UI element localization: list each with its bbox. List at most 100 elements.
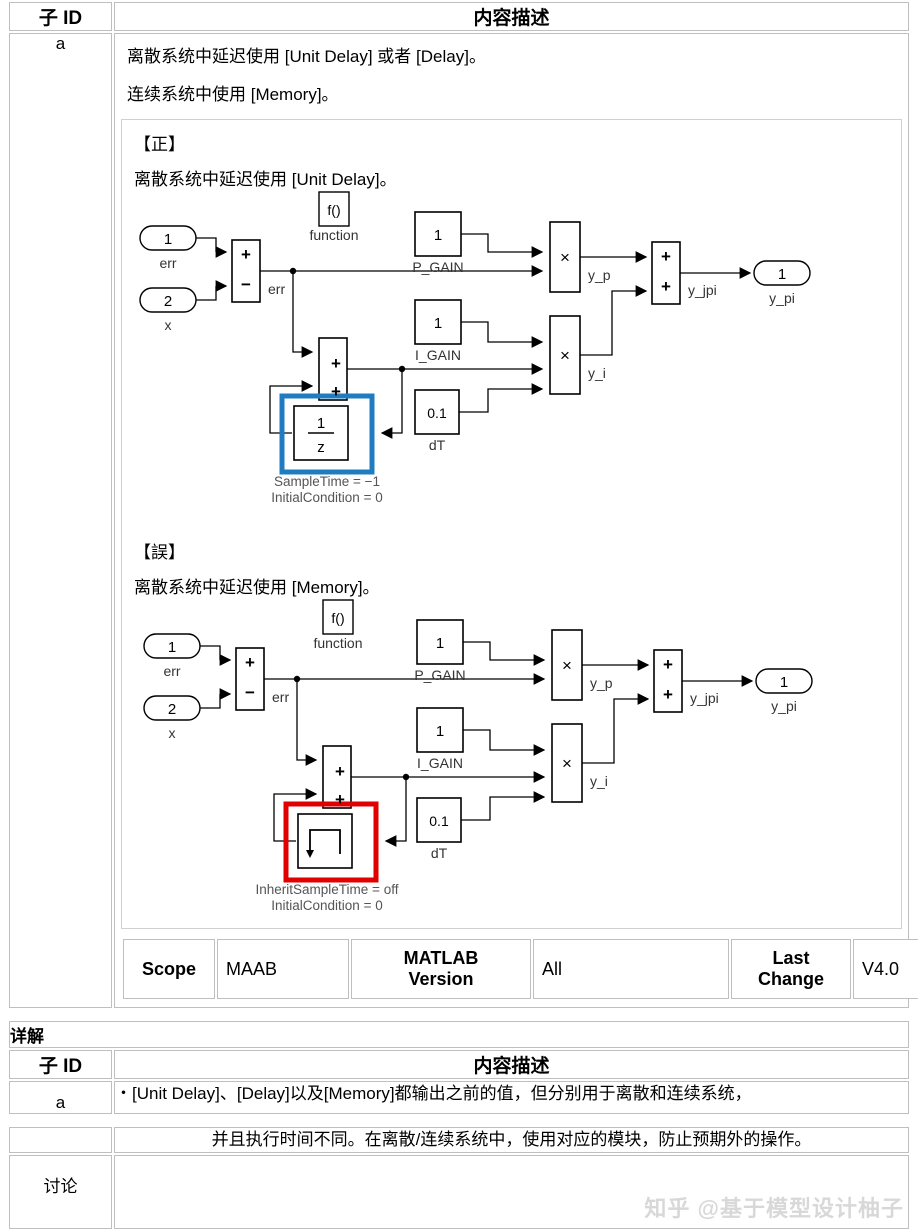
p-gain-label: P_GAIN bbox=[412, 259, 463, 275]
i-gain-label: I_GAIN bbox=[417, 755, 463, 771]
discussion-label: 讨论 bbox=[9, 1154, 112, 1229]
multiply-i-glyph: × bbox=[560, 346, 570, 365]
p-gain-value: 1 bbox=[436, 635, 444, 652]
bad-example-caption: 离散系统中延迟使用 [Memory]。 bbox=[134, 578, 380, 597]
i-gain-value: 1 bbox=[436, 723, 444, 740]
detail-header-row: 子 ID 内容描述 bbox=[9, 1050, 909, 1079]
sum3-plus-sign-1: + bbox=[663, 655, 673, 674]
y-p-signal-label: y_p bbox=[590, 675, 613, 691]
good-example-marker: 【正】 bbox=[134, 135, 185, 154]
last-change-key: Last Change bbox=[731, 939, 851, 999]
discussion-row: 讨论 bbox=[9, 1154, 909, 1229]
function-block-label: function bbox=[313, 635, 362, 651]
dt-value: 0.1 bbox=[429, 813, 449, 829]
row-description-cell: 离散系统中延迟使用 [Unit Delay] 或者 [Delay]。 连续系统中… bbox=[114, 33, 918, 1008]
last-change-key-line1: Last bbox=[772, 948, 810, 968]
outport-label: y_pi bbox=[769, 290, 795, 306]
detail-text-line-2: 并且执行时间不同。在离散/连续系统中，使用对应的模块，防止预期外的操作。 bbox=[114, 1127, 909, 1153]
last-change-key-line2: Change bbox=[757, 969, 824, 989]
dt-value: 0.1 bbox=[427, 405, 447, 421]
detail-header-description: 内容描述 bbox=[114, 1050, 909, 1079]
simulink-diagram-bad: 1 err 2 x + − err f() function 1 P_G bbox=[122, 598, 901, 928]
good-example-box: 【正】 离散系统中延迟使用 [Unit Delay]。 bbox=[121, 119, 902, 929]
detail-title-row: 详解 bbox=[9, 1021, 909, 1048]
scope-key: Scope bbox=[123, 939, 215, 999]
sum3-plus-sign-1: + bbox=[661, 247, 671, 266]
header-sub-id: 子 ID bbox=[9, 2, 112, 31]
inport2-number: 2 bbox=[168, 701, 176, 718]
function-block-label: function bbox=[309, 227, 358, 243]
inport1-label: err bbox=[159, 255, 176, 271]
detail-row-sub-id: a bbox=[9, 1081, 112, 1114]
metadata-row-table: Scope MAAB MATLAB Version All Last Chang… bbox=[121, 937, 918, 1001]
function-block-glyph: f() bbox=[331, 610, 344, 626]
memory-annotation-1: InheritSampleTime = off bbox=[256, 882, 399, 897]
p-gain-label: P_GAIN bbox=[414, 667, 465, 683]
inport2-label: x bbox=[169, 725, 176, 741]
inport2-label: x bbox=[165, 317, 172, 333]
sum2-plus-sign-1: + bbox=[331, 354, 341, 373]
sum3-plus-sign-2: + bbox=[663, 685, 673, 704]
multiply-p-glyph: × bbox=[562, 656, 572, 675]
detail-row-a: a ・[Unit Delay]、[Delay]以及[Memory]都输出之前的值… bbox=[9, 1081, 909, 1114]
detail-section-table: 详解 子 ID 内容描述 a ・[Unit Delay]、[Delay]以及[M… bbox=[7, 1019, 911, 1116]
sum3-plus-sign-2: + bbox=[661, 277, 671, 296]
function-block-glyph: f() bbox=[327, 202, 340, 218]
sum1-plus-sign: + bbox=[245, 653, 255, 672]
description-line-1: 离散系统中延迟使用 [Unit Delay] 或者 [Delay]。 bbox=[127, 47, 486, 66]
inport1-number: 1 bbox=[164, 231, 172, 248]
detail-continuation-id-blank bbox=[9, 1127, 112, 1153]
y-p-signal-label: y_p bbox=[588, 267, 611, 283]
table-row: a 离散系统中延迟使用 [Unit Delay] 或者 [Delay]。 连续系… bbox=[9, 33, 918, 1008]
last-change-value: V4.0 bbox=[853, 939, 918, 999]
sum2-plus-sign-2: + bbox=[335, 790, 345, 809]
inport2-number: 2 bbox=[164, 293, 172, 310]
y-jpi-signal-label: y_jpi bbox=[690, 690, 719, 706]
matlab-version-key-line2: Version bbox=[408, 969, 474, 989]
bad-example-marker: 【誤】 bbox=[134, 543, 185, 562]
inport1-label: err bbox=[163, 663, 180, 679]
y-i-signal-label: y_i bbox=[588, 365, 606, 381]
scope-value: MAAB bbox=[217, 939, 349, 999]
simulink-diagram-good: 1 err 2 x + − err f() function 1 P_G bbox=[122, 190, 901, 520]
detail-header-sub-id: 子 ID bbox=[9, 1050, 112, 1079]
header-description: 内容描述 bbox=[114, 2, 909, 31]
detail-row-continuation: 并且执行时间不同。在离散/连续系统中，使用对应的模块，防止预期外的操作。 bbox=[9, 1127, 909, 1153]
detail-continuation-table: 并且执行时间不同。在离散/连续系统中，使用对应的模块，防止预期外的操作。 讨论 bbox=[7, 1125, 911, 1231]
description-text: 离散系统中延迟使用 [Unit Delay] 或者 [Delay]。 连续系统中… bbox=[115, 34, 908, 107]
dt-label: dT bbox=[431, 845, 448, 861]
description-line-2: 连续系统中使用 [Memory]。 bbox=[127, 84, 339, 104]
good-example-caption: 离散系统中延迟使用 [Unit Delay]。 bbox=[134, 170, 397, 189]
detail-text-line-1: ・[Unit Delay]、[Delay]以及[Memory]都输出之前的值，但… bbox=[114, 1081, 909, 1114]
unit-delay-annotation-1: SampleTime = −1 bbox=[274, 474, 380, 489]
sum2-plus-sign-1: + bbox=[335, 762, 345, 781]
diagram-svg-bad: 1 err 2 x + − err f() function 1 P_G bbox=[143, 599, 813, 913]
inport1-number: 1 bbox=[168, 639, 176, 656]
outport-number: 1 bbox=[778, 266, 786, 283]
sum1-minus-sign: − bbox=[241, 275, 251, 294]
p-gain-value: 1 bbox=[434, 227, 442, 244]
multiply-p-glyph: × bbox=[560, 248, 570, 267]
i-gain-value: 1 bbox=[434, 315, 442, 332]
discussion-value bbox=[114, 1154, 909, 1229]
outport-number: 1 bbox=[780, 674, 788, 691]
matlab-version-key-line1: MATLAB bbox=[403, 948, 479, 968]
sum1-plus-sign: + bbox=[241, 245, 251, 264]
diagram-svg-good: 1 err 2 x + − err f() function 1 P_G bbox=[139, 191, 811, 505]
unit-delay-annotation-2: InitialCondition = 0 bbox=[271, 490, 382, 505]
err-signal-label: err bbox=[272, 689, 289, 705]
table-header-row: 子 ID 内容描述 bbox=[9, 2, 909, 31]
main-rule-table: 子 ID 内容描述 a 离散系统中延迟使用 [Unit Delay] 或者 [D… bbox=[7, 0, 918, 1010]
err-signal-label: err bbox=[268, 281, 285, 297]
row-sub-id: a bbox=[9, 33, 112, 1008]
unit-delay-numerator: 1 bbox=[317, 415, 325, 432]
y-jpi-signal-label: y_jpi bbox=[688, 282, 717, 298]
memory-annotation-2: InitialCondition = 0 bbox=[271, 898, 382, 913]
unit-delay-denominator: z bbox=[317, 439, 325, 456]
dt-label: dT bbox=[429, 437, 446, 453]
metadata-row: Scope MAAB MATLAB Version All Last Chang… bbox=[123, 939, 918, 999]
matlab-version-key: MATLAB Version bbox=[351, 939, 531, 999]
matlab-version-value: All bbox=[533, 939, 729, 999]
i-gain-label: I_GAIN bbox=[415, 347, 461, 363]
